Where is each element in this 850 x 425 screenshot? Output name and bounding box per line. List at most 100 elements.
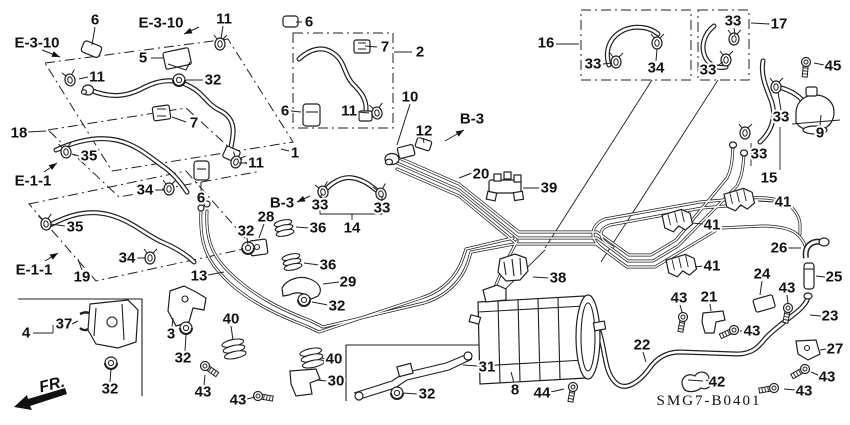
callout-43: 43: [777, 278, 797, 304]
callout-23: 23: [809, 306, 840, 327]
part-29-arm: [281, 276, 321, 300]
box-assembly-2: [292, 32, 394, 129]
ref-label-e-3-10: E-3-10: [12, 33, 62, 58]
callout-41: 41: [691, 215, 722, 236]
svg-text:6: 6: [91, 12, 99, 29]
svg-text:43: 43: [671, 290, 688, 307]
callout-22: 22: [632, 335, 652, 363]
clamp-33: [769, 77, 784, 94]
callout-25: 25: [815, 267, 844, 288]
callout-33: 33: [771, 91, 791, 128]
svg-text:34: 34: [648, 60, 665, 77]
svg-text:43: 43: [779, 280, 796, 297]
svg-text:6: 6: [305, 14, 313, 31]
callout-6: 6: [195, 182, 207, 209]
nut-32: [104, 356, 118, 370]
svg-text:42: 42: [709, 374, 726, 391]
svg-text:1: 1: [291, 145, 299, 162]
svg-text:44: 44: [534, 385, 551, 402]
callout-11: 11: [339, 101, 370, 122]
svg-text:E-3-10: E-3-10: [14, 35, 59, 52]
callout-11: 11: [78, 67, 107, 88]
bolt-44: [565, 381, 579, 404]
callout-32: 32: [236, 221, 256, 246]
callout-37: 37: [54, 314, 79, 335]
svg-text:6: 6: [281, 103, 289, 120]
callout-35: 35: [49, 217, 85, 238]
svg-text:33: 33: [585, 56, 602, 73]
part-code: SMG7-B0401: [656, 393, 761, 409]
svg-text:14: 14: [344, 220, 361, 237]
svg-text:E-1-1: E-1-1: [16, 262, 53, 279]
callout-33: 33: [372, 196, 392, 219]
part-4-bracket: [87, 299, 139, 349]
svg-text:26: 26: [771, 240, 788, 257]
bolt-43: [675, 311, 689, 334]
svg-text:43: 43: [796, 383, 813, 400]
part-9-valve: [791, 86, 841, 135]
callout-28: 28: [256, 207, 276, 239]
svg-text:11: 11: [248, 155, 264, 172]
clamp-11: [213, 34, 228, 51]
part-3-bracket: [167, 285, 207, 327]
box-assembly-18: [46, 107, 258, 198]
callout-27: 27: [819, 339, 845, 360]
clamp-33: [738, 123, 753, 140]
part-40-insulator: [220, 336, 248, 362]
nut-32: [179, 321, 193, 335]
callout-8: 8: [509, 371, 521, 401]
part-40-insulator: [298, 345, 326, 371]
callout-6: 6: [296, 12, 315, 33]
callout-45: 45: [813, 56, 843, 77]
svg-text:33: 33: [312, 197, 329, 214]
callout-21: 21: [699, 287, 719, 312]
callout-43: 43: [740, 321, 762, 342]
svg-text:2: 2: [416, 44, 424, 61]
callout-32: 32: [173, 334, 193, 369]
diagram-artwork: [18, 9, 841, 404]
pipe-cap: [739, 149, 749, 157]
svg-text:43: 43: [744, 323, 761, 340]
clamp-33: [719, 50, 734, 67]
callout-7: 7: [364, 37, 391, 58]
box-assembly-16: [580, 9, 692, 81]
ref-label-e-1-1: E-1-1: [14, 252, 59, 281]
part-30-bracket: [289, 368, 321, 397]
ref-label-e-1-1: E-1-1: [13, 162, 58, 192]
pipe-cap: [728, 141, 738, 149]
svg-text:15: 15: [761, 170, 778, 187]
ref-arrow-icon: [49, 253, 58, 260]
bracket-33-15: [750, 127, 781, 170]
svg-text:11: 11: [89, 69, 105, 86]
callout-14: 14: [342, 218, 363, 239]
svg-text:41: 41: [775, 194, 792, 211]
callout-34: 34: [646, 48, 667, 79]
svg-text:13: 13: [191, 268, 208, 285]
svg-text:40: 40: [326, 351, 343, 368]
svg-text:32: 32: [419, 386, 436, 403]
box-assembly-17: [697, 9, 750, 81]
svg-text:8: 8: [511, 382, 519, 399]
box-bracket-4: [18, 298, 143, 396]
callout-40: 40: [221, 309, 241, 341]
clamp-34: [162, 179, 177, 196]
svg-text:9: 9: [816, 125, 824, 142]
svg-text:20: 20: [473, 166, 490, 183]
svg-text:41: 41: [704, 217, 721, 234]
ref-label-e-3-10: E-3-10: [136, 13, 200, 35]
svg-text:4: 4: [22, 325, 31, 342]
callout-9: 9: [814, 114, 826, 144]
callout-29: 29: [322, 272, 358, 293]
clamp-11: [61, 68, 79, 88]
svg-text:B-3: B-3: [270, 195, 294, 212]
svg-text:31: 31: [479, 359, 496, 376]
clip-41: [723, 186, 756, 213]
svg-text:45: 45: [825, 58, 842, 75]
callout-43: 43: [193, 374, 213, 403]
callout-33: 33: [310, 193, 330, 216]
part-12-joint: [414, 137, 433, 152]
callout-12: 12: [414, 121, 434, 144]
callout-18: 18: [9, 123, 47, 144]
svg-text:12: 12: [416, 123, 433, 140]
